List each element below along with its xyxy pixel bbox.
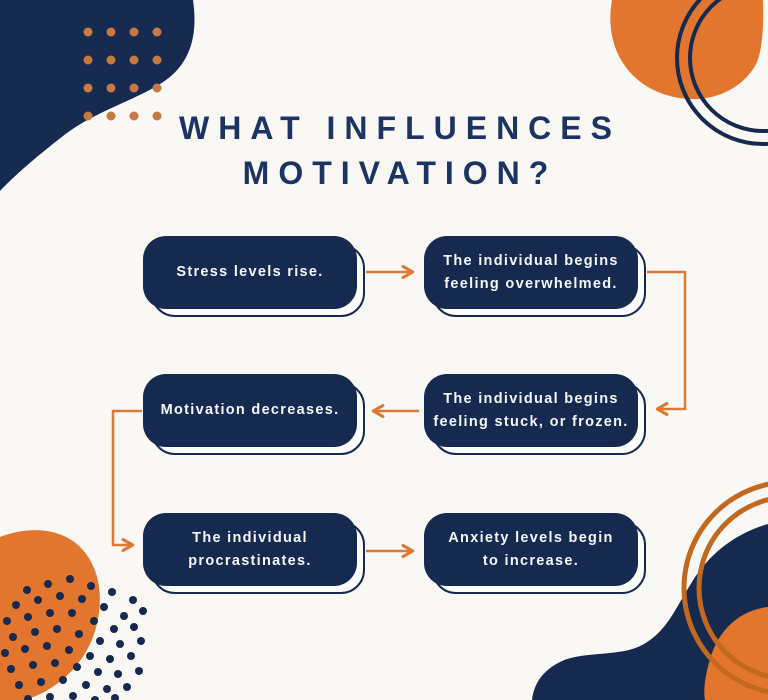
- rings-bottom-right: [681, 481, 768, 695]
- box-text-line: The individual begins: [443, 252, 619, 269]
- box-face: Motivation decreases.: [143, 374, 357, 447]
- box-face: The individual procrastinates.: [143, 513, 357, 586]
- dot-scatter-bottom-left: [1, 575, 147, 700]
- page-title-line-2: MOTIVATION?: [242, 155, 558, 191]
- flow-box-procrastinates: The individual procrastinates.: [143, 513, 365, 594]
- box-text-line: The individual begins: [443, 390, 619, 407]
- box-face: Stress levels rise.: [143, 236, 357, 309]
- corner-blob-top-left: [0, 0, 195, 191]
- box-text-line: feeling stuck, or frozen.: [433, 413, 629, 430]
- flow-box-stress: Stress levels rise.: [143, 236, 365, 317]
- box-text-line: to increase.: [482, 552, 580, 569]
- arrow-motivation-to-procrastinates: [111, 409, 142, 545]
- box-face: Anxiety levels begin to increase.: [424, 513, 638, 586]
- box-text-line: feeling overwhelmed.: [444, 275, 618, 292]
- box-face: The individual begins feeling overwhelme…: [424, 236, 638, 309]
- rings-top-right: [675, 0, 768, 146]
- box-text-line: Stress levels rise.: [176, 264, 324, 280]
- flow-box-anxiety: Anxiety levels begin to increase.: [424, 513, 646, 594]
- dot-grid-top-left: [83, 27, 162, 121]
- flow-box-overwhelmed: The individual begins feeling overwhelme…: [424, 236, 646, 317]
- box-text-line: procrastinates.: [188, 552, 312, 569]
- box-text-line: The individual: [192, 529, 308, 546]
- arrow-overwhelmed-to-stuck: [647, 270, 687, 409]
- box-face: The individual begins feeling stuck, or …: [424, 374, 638, 447]
- box-text-line: Anxiety levels begin: [448, 529, 614, 546]
- flow-box-stuck: The individual begins feeling stuck, or …: [424, 374, 646, 455]
- flow-box-motivation: Motivation decreases.: [143, 374, 365, 455]
- box-text-line: Motivation decreases.: [160, 402, 340, 418]
- page-title: WHAT INFLUENCES MOTIVATION?: [30, 106, 768, 196]
- corner-blob-top-right: [610, 0, 764, 100]
- page-title-line-1: WHAT INFLUENCES: [179, 110, 621, 146]
- corner-blob-bottom-right-small: [704, 607, 768, 700]
